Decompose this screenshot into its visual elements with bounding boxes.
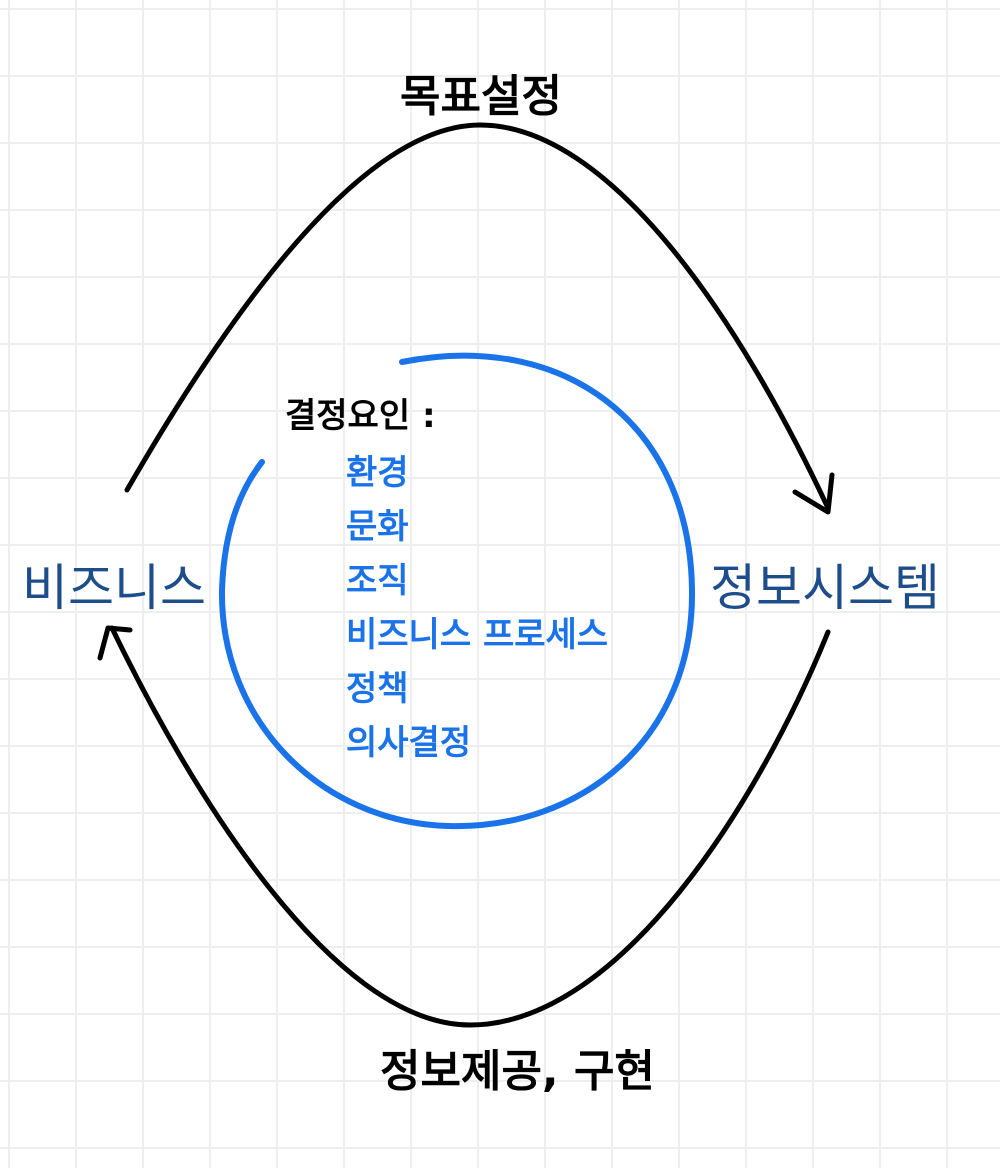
bottom-arrowhead bbox=[97, 625, 133, 661]
factor-circle bbox=[218, 352, 696, 830]
factors-heading: 결정요인 : bbox=[285, 396, 436, 436]
information-system-node: 정보시스템 bbox=[710, 559, 940, 617]
top-arrowhead bbox=[792, 472, 835, 515]
factor-organization: 조직 bbox=[346, 561, 409, 601]
info-provision-label: 정보제공, 구현 bbox=[380, 1046, 655, 1097]
factor-environment: 환경 bbox=[346, 453, 409, 493]
factor-business-process: 비즈니스 프로세스 bbox=[346, 615, 609, 655]
factor-culture: 문화 bbox=[346, 507, 409, 547]
top-arc-arrow bbox=[124, 122, 831, 511]
business-node: 비즈니스 bbox=[22, 559, 206, 617]
factors-list: 환경 문화 조직 비즈니스 프로세스 정책 의사결정 bbox=[346, 446, 608, 770]
bottom-arc-arrow bbox=[109, 625, 831, 1028]
factor-policy: 정책 bbox=[346, 669, 409, 709]
goal-setting-label: 목표설정 bbox=[400, 71, 562, 122]
factor-decision-making: 의사결정 bbox=[346, 723, 472, 763]
